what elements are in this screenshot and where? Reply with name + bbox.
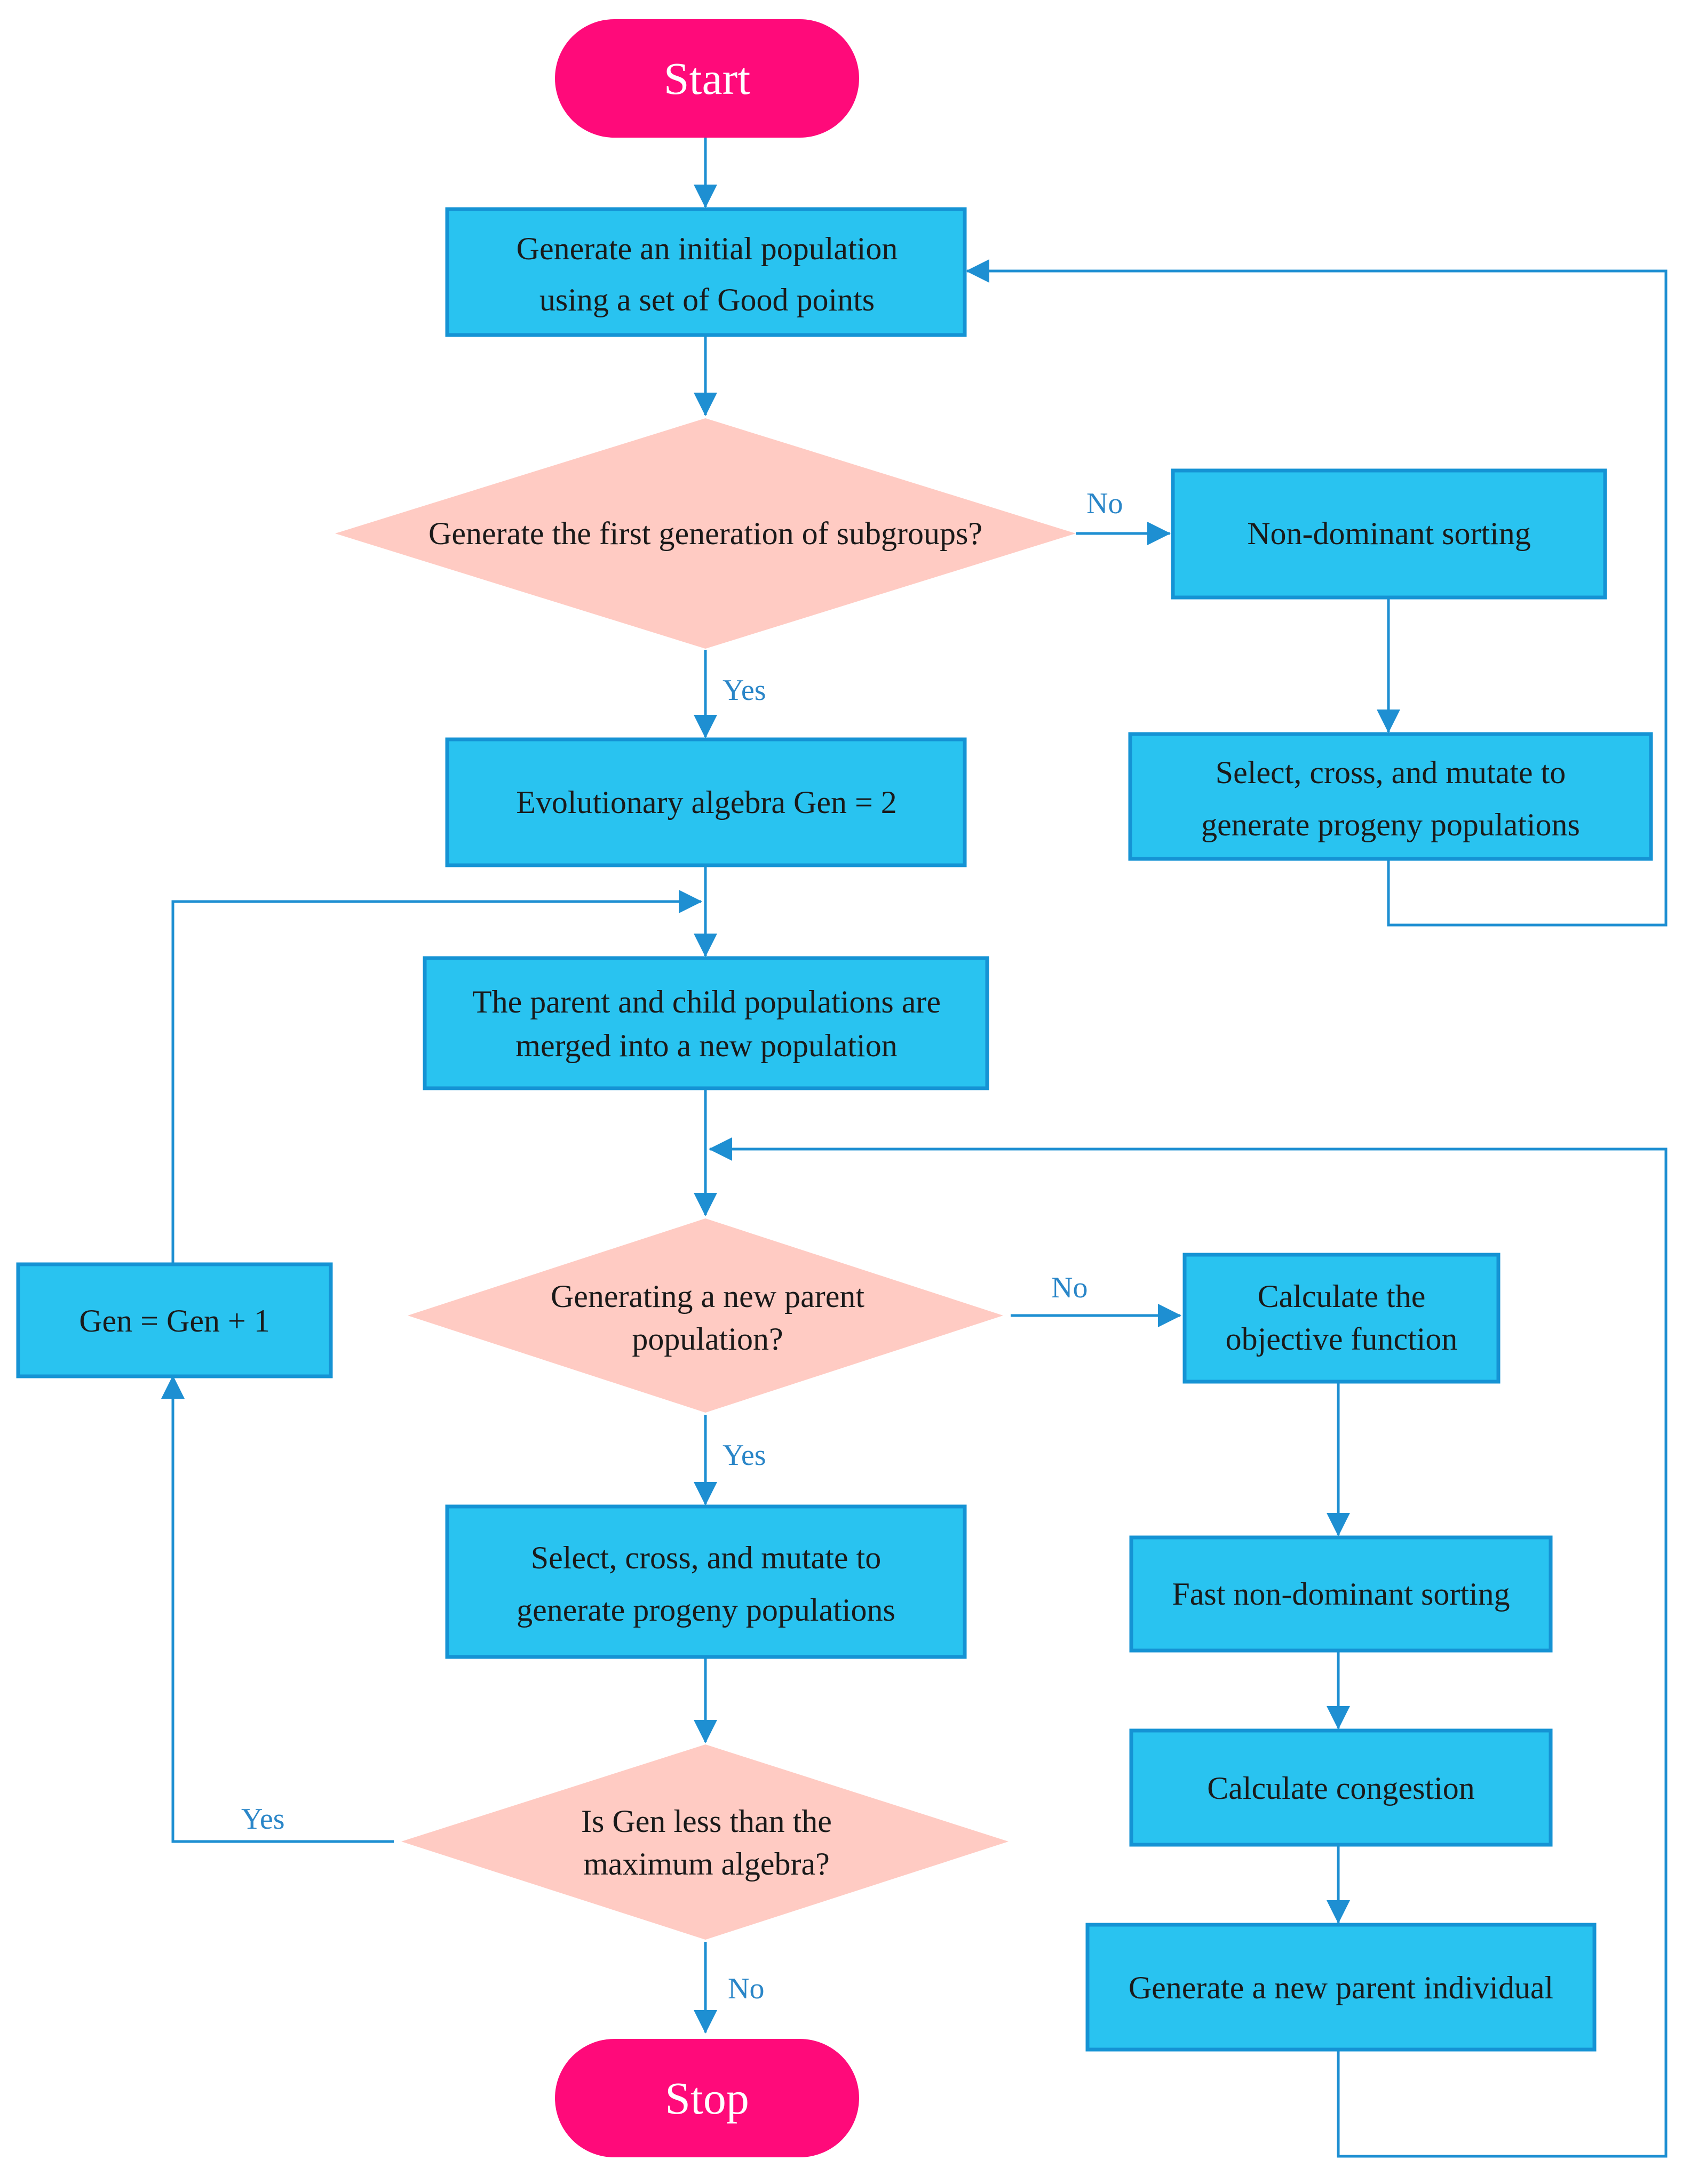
select-top-line-2: generate progeny populations [1201, 807, 1580, 842]
edge-label-new-parent-no: No [1051, 1271, 1087, 1304]
edge-select-top-loop-to-init [966, 259, 1668, 927]
fast-sorting-box [1129, 1535, 1553, 1653]
objective-function-box [1182, 1253, 1501, 1384]
edge-label-max-algebra-no: No [728, 1972, 764, 2005]
stop-terminal: Stop [555, 2039, 859, 2157]
connectors [161, 138, 1668, 2158]
gen-equals-2-box [445, 737, 967, 867]
select-top-line-1: Select, cross, and mutate to [1216, 755, 1566, 790]
edge-gen-increment-to-merge [171, 890, 702, 1263]
fast-sorting-label: Fast non-dominant sorting [1172, 1576, 1510, 1612]
edge-new-individual-loop [709, 1137, 1668, 2158]
objective-line-2: objective function [1226, 1321, 1458, 1357]
first-generation-decision [335, 418, 1076, 649]
congestion-label: Calculate congestion [1207, 1771, 1475, 1806]
stop-label: Stop [665, 2073, 749, 2124]
new-parent-decision [408, 1218, 1003, 1413]
select-cross-mutate-top-box [1128, 732, 1653, 861]
init-population-box [445, 207, 967, 337]
start-shape [555, 19, 859, 138]
max-algebra-line-2: maximum algebra? [583, 1846, 829, 1882]
congestion-box [1129, 1728, 1553, 1847]
non-dominant-sorting-box [1171, 468, 1607, 600]
gen-increment-label: Gen = Gen + 1 [79, 1303, 270, 1338]
gen-equals-2-label: Evolutionary algebra Gen = 2 [516, 785, 897, 820]
non-dominant-sorting-label: Non-dominant sorting [1247, 516, 1531, 551]
new-parent-individual-box [1085, 1923, 1597, 2052]
init-population-line-1: Generate an initial population [517, 231, 898, 266]
merge-line-2: merged into a new population [515, 1028, 897, 1063]
new-parent-decision-line-1: Generating a new parent [551, 1279, 864, 1314]
edge-label-new-parent-yes: Yes [723, 1439, 766, 1472]
merge-line-1: The parent and child populations are [472, 984, 941, 1019]
stop-shape [555, 2039, 859, 2157]
edge-max-decision-yes [161, 1375, 394, 1843]
start-label: Start [664, 53, 751, 104]
max-algebra-line-1: Is Gen less than the [581, 1804, 832, 1839]
select-cross-mutate-mid-box [445, 1504, 967, 1659]
select-mid-line-1: Select, cross, and mutate to [531, 1540, 881, 1575]
objective-line-1: Calculate the [1258, 1279, 1426, 1314]
edge-label-first-gen-no: No [1086, 487, 1123, 520]
start-terminal: Start [555, 19, 859, 138]
new-parent-individual-label: Generate a new parent individual [1129, 1970, 1553, 2005]
edge-label-max-algebra-yes: Yes [241, 1803, 284, 1836]
merge-populations-box [423, 956, 989, 1090]
edge-label-first-gen-yes: Yes [723, 674, 766, 707]
init-population-line-2: using a set of Good points [539, 282, 875, 317]
first-gen-decision-label: Generate the first generation of subgrou… [428, 516, 982, 551]
select-mid-line-2: generate progeny populations [517, 1592, 895, 1628]
gen-increment-box [16, 1262, 333, 1378]
new-parent-decision-line-2: population? [632, 1321, 783, 1357]
max-algebra-decision [401, 1744, 1009, 1940]
